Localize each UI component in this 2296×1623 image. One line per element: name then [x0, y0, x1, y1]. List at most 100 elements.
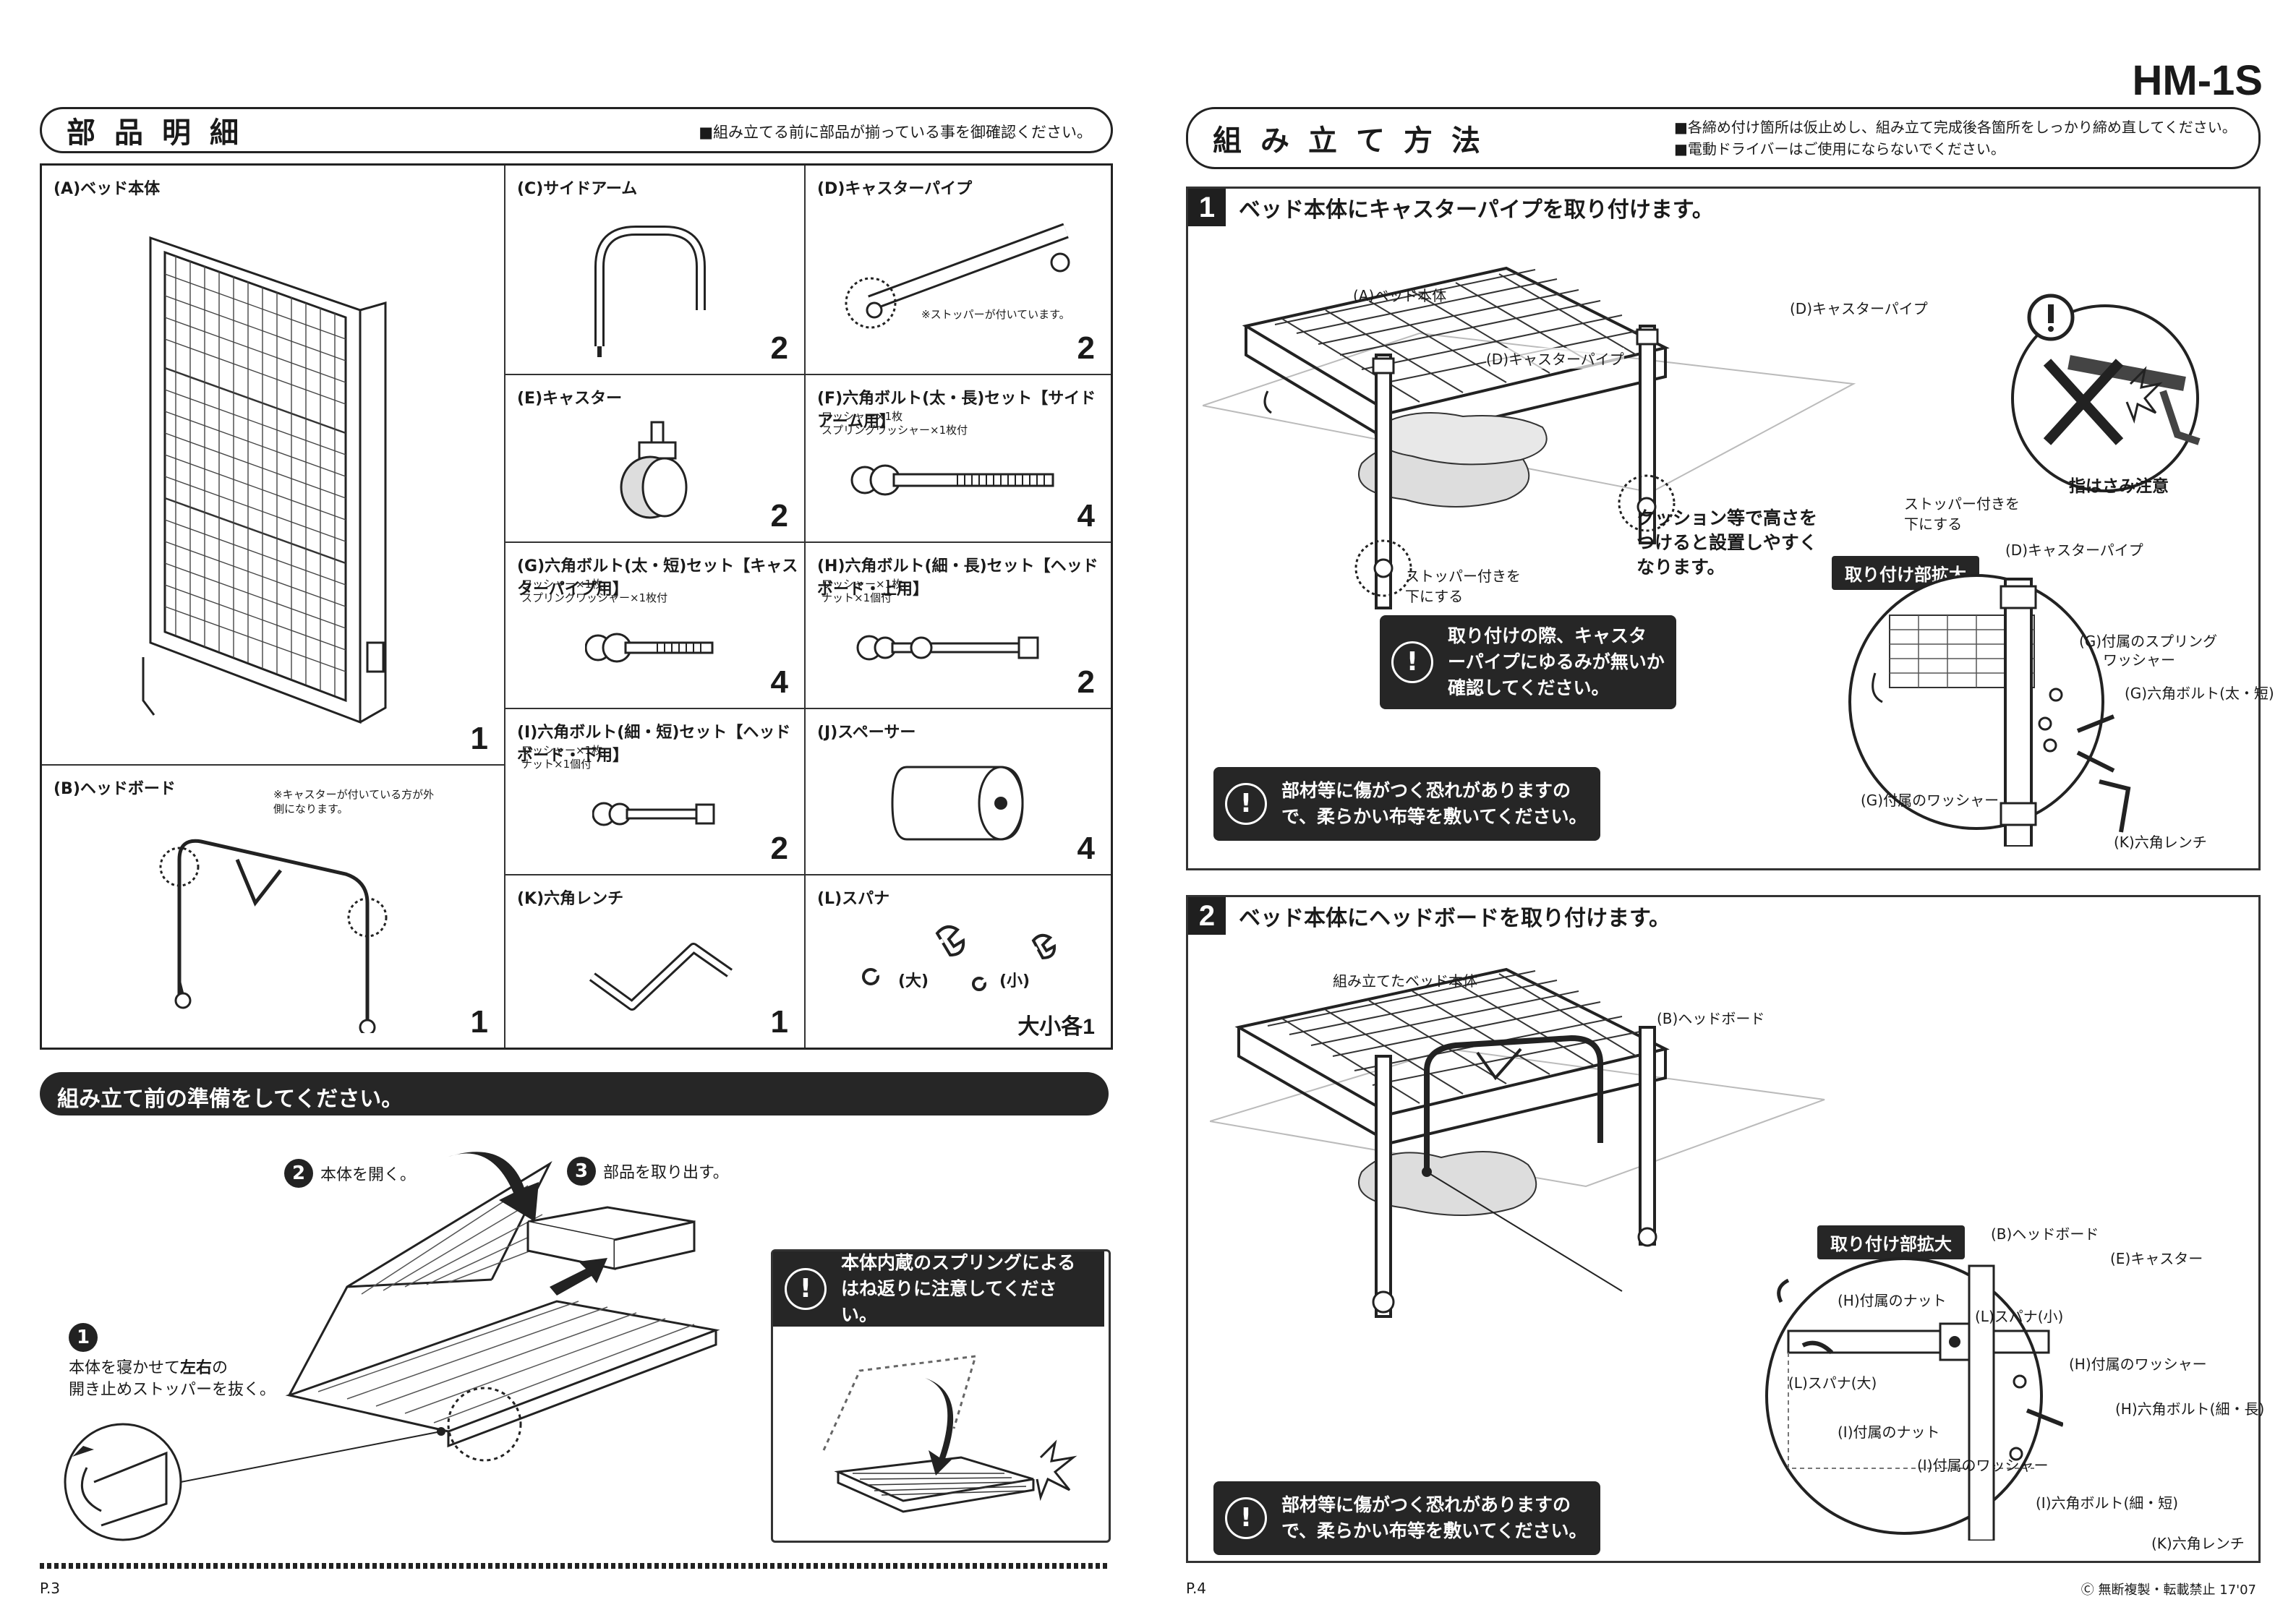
- assembly-note-1: ■各締め付け箇所は仮止めし、組み立て完成後各箇所をしっかり締め直してください。: [1674, 119, 2237, 136]
- part-d-cell: (D)キャスターパイプ ※ストッパーが付いています。 2: [806, 166, 1111, 375]
- step2-zoom-illustration: [1765, 1257, 2063, 1541]
- prep-step3: 3 部品を取り出す。: [567, 1157, 729, 1186]
- part-g-qty: 4: [770, 664, 788, 700]
- warning-icon: !: [785, 1268, 827, 1310]
- bolt-g-illustration: [585, 633, 714, 663]
- part-c-label: (C)サイドアーム: [517, 180, 638, 198]
- spanner-illustration: [862, 925, 1057, 991]
- step1-stopper-right-1: ストッパー付きを: [1904, 495, 2020, 513]
- part-f-label: (F)六角ボルト(太・長)セット【サイドアーム用】: [817, 390, 1096, 431]
- step1-label-pipe1: (D)キャスターパイプ: [1486, 348, 1624, 369]
- zoom2-label-h-bolt: (H)六角ボルト(細・長): [2115, 1400, 2265, 1418]
- hex-wrench-illustration: [589, 943, 733, 1011]
- part-b-qty: 1: [470, 1004, 488, 1040]
- part-b-note: ※キャスターが付いている方が外側になります。: [273, 788, 435, 815]
- part-d-label: (D)キャスターパイプ: [817, 180, 973, 198]
- spacer-illustration: [891, 766, 1024, 841]
- part-g-sub2: スプリングワッシャー×1枚付: [521, 591, 668, 604]
- part-e-cell: (E)キャスター 2: [505, 375, 806, 543]
- step1-cushion-1: クッション等で高さを: [1636, 508, 1818, 528]
- bolt-i-illustration: [592, 802, 715, 826]
- step2-box: 2 ベッド本体にヘッドボードを取り付けます。 組み立てたベッド本体 (B)ヘッド…: [1186, 895, 2265, 1563]
- step2-label-bed: 組み立てたベッド本体: [1333, 972, 1477, 990]
- zoom2-label-spanner-large: (L)スパナ(大): [1788, 1374, 1877, 1392]
- part-k-cell: (K)六角レンチ 1: [505, 875, 806, 1048]
- part-g-sub1: ワッシャー×1枚: [521, 578, 603, 591]
- model-number: HM-1S: [2132, 57, 2263, 104]
- zoom2-label-i-nut: (I)付属のナット: [1838, 1423, 1940, 1441]
- zoom2-label-i-bolt: (I)六角ボルト(細・短): [2036, 1494, 2179, 1512]
- bolt-h-illustration: [856, 635, 1039, 661]
- prep-step1-text: 本体を寝かせて左右の 開き止めストッパーを抜く。: [69, 1358, 300, 1401]
- parts-header-title: 部品明細: [67, 116, 257, 150]
- part-b-cell: (B)ヘッドボード ※キャスターが付いている方が外側になります。 1: [42, 766, 505, 1048]
- part-a-label: (A)ベッド本体: [54, 180, 161, 198]
- step1-box: 1 ベッド本体にキャスターパイプを取り付けます。 (A)ベッド本体 (D)キャス…: [1186, 187, 2274, 870]
- part-f-qty: 4: [1077, 498, 1095, 534]
- step1-cushion-3: なります。: [1636, 557, 1725, 578]
- part-a-cell: (A)ベッド本体 1: [42, 166, 505, 766]
- part-j-cell: (J)スペーサー 4: [806, 709, 1111, 875]
- step1-warning-cloth: ! 部材等に傷がつく恐れがありますので、柔らかい布等を敷いてください。: [1213, 767, 1600, 841]
- step1-stopper-right-2: 下にする: [1904, 515, 1963, 533]
- step2-warning-cloth-text: 部材等に傷がつく恐れがありますので、柔らかい布等を敷いてください。: [1281, 1494, 1587, 1541]
- part-l-cell: (L)スパナ (大) (小) 大小各1: [806, 875, 1111, 1048]
- step1-cushion-2: つけると設置しやすく: [1636, 532, 1817, 553]
- prep-step1-num: 1: [69, 1323, 98, 1352]
- headboard-illustration: [159, 839, 388, 1033]
- part-h-qty: 2: [1077, 664, 1095, 700]
- step1-label-pipe2: (D)キャスターパイプ: [1790, 300, 1928, 317]
- assembly-header-title: 組み立て方法: [1213, 124, 1499, 158]
- part-g-cell: (G)六角ボルト(太・短)セット【キャスターパイプ用】 ワッシャー×1枚 スプリ…: [505, 543, 806, 709]
- part-d-qty: 2: [1077, 330, 1095, 366]
- prep-step1-text-bold: 左右: [180, 1359, 213, 1377]
- step2-zoom-tag: 取り付け部拡大: [1817, 1225, 1965, 1259]
- prep-step3-text: 部品を取り出す。: [603, 1164, 729, 1182]
- part-h-label: (H)六角ボルト(細・長)セット【ヘッドボード・上用】: [817, 557, 1098, 599]
- assembly-header: 組み立て方法 ■各締め付け箇所は仮止めし、組み立て完成後各箇所をしっかり締め直し…: [1186, 107, 2261, 169]
- parts-grid: (A)ベッド本体 1 (B)ヘッドボード ※キャスターが付いている方が外側になり…: [40, 163, 1113, 1050]
- caster-illustration: [620, 421, 688, 519]
- spring-warning-illustration: [822, 1355, 1077, 1513]
- step1-header: 1 ベッド本体にキャスターパイプを取り付けます。: [1188, 189, 1714, 226]
- zoom2-label-h-nut: (H)付属のナット: [1838, 1292, 1947, 1309]
- step2-warning-cloth: ! 部材等に傷がつく恐れがありますので、柔らかい布等を敷いてください。: [1213, 1481, 1600, 1555]
- part-c-cell: (C)サイドアーム 2: [505, 166, 806, 375]
- step1-zoom-illustration: [1848, 574, 2131, 847]
- bolt-f-illustration: [850, 464, 1054, 496]
- step1-label-bed: (A)ベッド本体: [1353, 287, 1447, 304]
- step2-title: ベッド本体にヘッドボードを取り付けます。: [1239, 906, 1670, 931]
- left-footer-rule: [40, 1563, 1109, 1569]
- prep-step3-num: 3: [567, 1157, 596, 1186]
- parts-note: ■組み立てる前に部品が揃っている事を御確認ください。: [699, 124, 1092, 141]
- prep-warning-box: ! 本体内蔵のスプリングによるはね返りに注意してください。: [771, 1249, 1111, 1543]
- pinch-caution-illustration: [2011, 294, 2201, 492]
- zoom1-label-spring-1: (G)付属のスプリング: [2079, 633, 2218, 650]
- zoom2-label-spanner-small: (L)スパナ(小): [1975, 1308, 2064, 1325]
- part-j-qty: 4: [1077, 831, 1095, 866]
- part-c-qty: 2: [770, 330, 788, 366]
- part-h-sub2: ナット×1個付: [821, 591, 892, 604]
- warning-icon: !: [1391, 641, 1433, 683]
- part-a-qty: 1: [470, 721, 488, 756]
- zoom1-label-wrench: (K)六角レンチ: [2114, 834, 2207, 851]
- part-i-label: (I)六角ボルト(細・短)セット【ヘッドボード・下用】: [517, 724, 791, 765]
- zoom1-label-washer: (G)付属のワッシャー: [1861, 792, 2000, 809]
- part-f-cell: (F)六角ボルト(太・長)セット【サイドアーム用】 ワッシャー×1枚 スプリング…: [806, 375, 1111, 543]
- zoom2-label-headboard: (B)ヘッドボード: [1991, 1225, 2099, 1243]
- warning-icon: !: [1225, 1497, 1267, 1539]
- step1-stopper-left-2: 下にする: [1405, 588, 1464, 605]
- prep-step1-text2: の: [212, 1359, 229, 1377]
- zoom2-label-i-washer: (I)付属のワッシャー: [1917, 1457, 2049, 1474]
- step1-bed-illustration: [1203, 266, 1856, 609]
- part-k-label: (K)六角レンチ: [517, 890, 624, 908]
- part-e-qty: 2: [770, 498, 788, 534]
- prep-title-bar: 組み立て前の準備をしてください。: [40, 1072, 1109, 1115]
- part-i-qty: 2: [770, 831, 788, 866]
- prep-step1-text3: 開き止めストッパーを抜く。: [69, 1381, 276, 1399]
- step2-number: 2: [1188, 897, 1226, 935]
- part-h-sub1: ワッシャー×1枚: [821, 578, 903, 591]
- step2-label-headboard: (B)ヘッドボード: [1657, 1010, 1765, 1027]
- caster-pipe-illustration: [845, 223, 1070, 329]
- prep-step1-text1: 本体を寝かせて: [69, 1359, 181, 1377]
